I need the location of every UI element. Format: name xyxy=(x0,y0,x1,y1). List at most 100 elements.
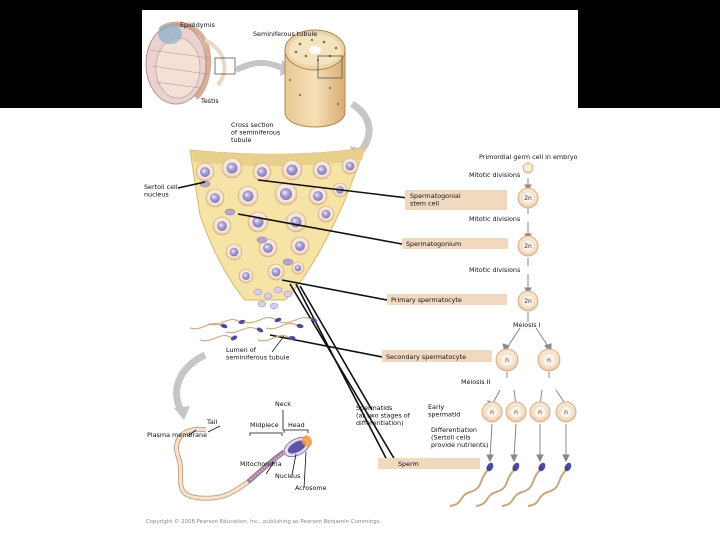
stem-cell: 2n xyxy=(517,187,539,209)
ploidy-label: n xyxy=(538,409,542,416)
testis-illustration xyxy=(145,21,227,105)
label-seminiferous-tubule: Seminiferous tubule xyxy=(253,30,317,38)
ploidy-label: n xyxy=(547,357,551,364)
mature-sperm: n xyxy=(527,462,572,507)
lumen-sperm xyxy=(225,326,264,334)
label-neck: Neck xyxy=(275,400,291,408)
label-secondary: Secondary spermatocyte xyxy=(386,353,466,361)
tissue-cell xyxy=(237,185,259,207)
label-head: Head xyxy=(288,421,305,429)
lumen-sperm xyxy=(265,322,304,330)
early-spermatid-cell: n xyxy=(481,401,503,423)
lumen-pointer xyxy=(271,335,285,353)
ploidy-label: n xyxy=(564,409,568,416)
figure-panel xyxy=(142,10,578,530)
tissue-cell xyxy=(212,216,232,236)
tissue-cell xyxy=(312,160,332,180)
label-mitotic-1: Mitotic divisions xyxy=(469,171,521,179)
secondary-spermatocyte-cell: n xyxy=(495,348,519,372)
spermatid-cell xyxy=(257,300,267,308)
tubule-magnify-box xyxy=(317,55,343,79)
tissue-cell xyxy=(238,268,254,284)
label-lumen: Lumen of seminiferous tubule xyxy=(226,346,290,362)
tissue-cell xyxy=(195,162,215,182)
label-acrosome: Acrosome xyxy=(295,484,327,492)
label-nucleus: Nucleus xyxy=(275,472,301,480)
label-mitotic-2: Mitotic divisions xyxy=(469,215,521,223)
lumen-sperm xyxy=(199,334,238,342)
label-early-spermatid: Early spermatid xyxy=(428,403,460,419)
ploidy-label: n xyxy=(512,465,516,472)
tissue-cell xyxy=(290,236,310,256)
lumen-sperm-cluster xyxy=(189,316,317,342)
label-stem-cell: Spermatogonial stem cell xyxy=(410,192,463,208)
lumen-sperm xyxy=(189,322,228,330)
tissue-cell xyxy=(258,238,278,258)
arrow-head-3 xyxy=(174,406,190,420)
spermatid-cell xyxy=(273,286,283,294)
tissue-cell xyxy=(205,188,225,208)
label-meiosis-2: Meiosis II xyxy=(461,378,490,386)
label-cross-section: Cross section of seminiferous tubule xyxy=(231,121,282,144)
ploidy-label: n xyxy=(486,465,490,472)
tissue-cell xyxy=(225,243,243,261)
tubule-dots xyxy=(288,38,340,106)
mature-sperm: n xyxy=(449,462,494,507)
tissue-cell xyxy=(281,159,303,181)
ploidy-label: n xyxy=(564,465,568,472)
arrow-to-sperm-detail xyxy=(173,351,207,414)
lumen-sperm xyxy=(257,334,296,342)
label-meiosis-1: Meiosis I xyxy=(513,321,541,329)
ploidy-label: n xyxy=(490,409,494,416)
spermatid-cell xyxy=(263,292,273,300)
arrow-testis-to-tubule xyxy=(234,60,284,73)
ploidy-label: 2n xyxy=(524,243,532,250)
label-mitotic-3: Mitotic divisions xyxy=(469,266,521,274)
badge-stem xyxy=(405,190,507,210)
label-epididymis: Epididymis xyxy=(180,21,216,29)
tissue-cell xyxy=(308,186,328,206)
tissue-cell xyxy=(247,211,269,233)
tissue-wedge xyxy=(189,147,366,301)
ploidy-label: n xyxy=(505,357,509,364)
ploidy-label: n xyxy=(538,465,542,472)
tissue-cell xyxy=(267,263,285,281)
label-mitochondria: Mitochondria xyxy=(240,460,282,468)
tissue-cell xyxy=(285,211,307,233)
badge-spermatogonium xyxy=(402,238,508,249)
sertoli-nucleus xyxy=(282,258,294,266)
early-spermatid-cell: n xyxy=(529,401,551,423)
lumen-sperm xyxy=(279,316,317,324)
label-sertoli: Sertoli cell nucleus xyxy=(144,183,180,199)
label-primary: Primary spermatocyte xyxy=(391,296,462,304)
sperm-detail-brackets xyxy=(187,410,309,489)
label-spermatids: Spermatids (at two stages of differentia… xyxy=(356,404,412,427)
tissue-cell xyxy=(221,157,243,179)
pointer-lines xyxy=(177,179,409,463)
label-primordial: Primordial germ cell in embryo xyxy=(479,153,578,161)
secondary-spermatocyte-cell: n xyxy=(537,348,561,372)
sertoli-nucleus xyxy=(256,236,268,244)
ploidy-label: n xyxy=(514,409,518,416)
sperm-detail xyxy=(174,426,313,501)
badge-primary xyxy=(387,294,507,305)
primary-spermatocyte-cell: 2n xyxy=(517,290,539,312)
stage-cells: 2n 2n 2n n n n n n n xyxy=(481,162,577,423)
spermatogonium-cell: 2n xyxy=(517,235,539,257)
mature-sperm: n xyxy=(501,462,546,507)
ploidy-label: 2n xyxy=(524,298,532,305)
arrow-tubule-to-tissue xyxy=(350,101,373,155)
sertoli-nucleus xyxy=(199,180,211,188)
lumen-sperm xyxy=(243,316,282,324)
label-sperm: Sperm xyxy=(398,460,419,468)
lumen-sperm xyxy=(207,318,246,326)
early-spermatid-cell: n xyxy=(555,401,577,423)
mature-sperm: n xyxy=(475,462,520,507)
tissue-cell xyxy=(291,261,305,275)
tissue-cell xyxy=(252,162,272,182)
magnify-box xyxy=(214,57,236,75)
badge-sperm xyxy=(378,458,480,469)
label-plasma-membrane: Plasma membrane xyxy=(147,431,207,439)
tissue-cell xyxy=(341,157,359,175)
